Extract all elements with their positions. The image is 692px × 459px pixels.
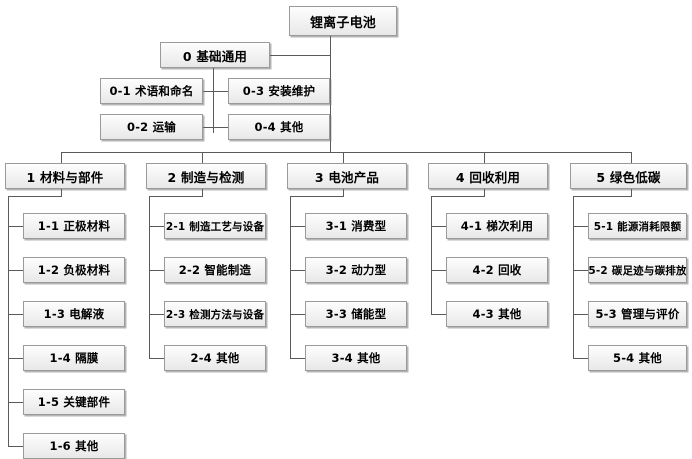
node-cat3-child-2[interactable]: 3-3 储能型 bbox=[305, 301, 407, 327]
node-cat3-child-3[interactable]: 3-4 其他 bbox=[305, 345, 407, 371]
line-cat3-spine bbox=[290, 196, 291, 358]
node-cat5-child-2[interactable]: 5-3 管理与评价 bbox=[588, 301, 687, 327]
line-bus-drop-2 bbox=[202, 152, 203, 164]
line-cat5-stub-1 bbox=[573, 270, 588, 271]
line-group0-spine bbox=[213, 68, 214, 133]
node-cat1-child-0[interactable]: 1-1 正极材料 bbox=[23, 213, 125, 239]
line-cat1-stub-2 bbox=[8, 314, 23, 315]
line-bus-drop-5 bbox=[631, 152, 632, 164]
line-cat5-drop bbox=[631, 189, 632, 197]
node-cat5-child-1[interactable]: 5-2 碳足迹与碳排放 bbox=[588, 257, 687, 283]
node-group0-child-2[interactable]: 0-2 运输 bbox=[100, 114, 203, 140]
node-cat1-child-4[interactable]: 1-5 关键部件 bbox=[23, 389, 125, 415]
line-root-trunk bbox=[330, 36, 331, 153]
node-cat1-child-1[interactable]: 1-2 负极材料 bbox=[23, 257, 125, 283]
line-group0-row1-left bbox=[203, 91, 214, 92]
line-cat2-drop bbox=[202, 189, 203, 197]
line-main-bus bbox=[61, 152, 631, 153]
line-cat2-stub-3 bbox=[149, 358, 164, 359]
line-cat3-stub-1 bbox=[290, 270, 305, 271]
line-cat4-drop bbox=[484, 189, 485, 197]
line-cat5-stub-3 bbox=[573, 358, 588, 359]
line-cat1-stub-1 bbox=[8, 270, 23, 271]
line-cat2-spine bbox=[149, 196, 150, 358]
node-cat5-child-3[interactable]: 5-4 其他 bbox=[588, 345, 687, 371]
line-cat1-stub-0 bbox=[8, 226, 23, 227]
line-cat5-spine bbox=[573, 196, 574, 358]
line-cat3-stub-0 bbox=[290, 226, 305, 227]
node-group-0[interactable]: 0 基础通用 bbox=[160, 42, 270, 68]
line-cat1-stub-4 bbox=[8, 402, 23, 403]
node-cat2-child-3[interactable]: 2-4 其他 bbox=[164, 345, 266, 371]
line-cat1-stub-5 bbox=[8, 446, 23, 447]
line-group0-row2-right bbox=[213, 127, 228, 128]
node-category-4[interactable]: 4 回收利用 bbox=[428, 163, 548, 189]
line-group0-row1-right bbox=[213, 91, 228, 92]
line-group0-to-trunk bbox=[270, 55, 331, 56]
line-cat3-jog bbox=[290, 196, 344, 197]
node-cat4-child-2[interactable]: 4-3 其他 bbox=[446, 301, 548, 327]
node-cat5-child-0[interactable]: 5-1 能源消耗限额 bbox=[588, 213, 687, 239]
node-cat1-child-5[interactable]: 1-6 其他 bbox=[23, 433, 125, 459]
line-cat5-stub-0 bbox=[573, 226, 588, 227]
line-cat1-drop bbox=[61, 189, 62, 197]
line-cat3-drop bbox=[343, 189, 344, 197]
line-cat4-stub-2 bbox=[431, 314, 446, 315]
node-cat1-child-3[interactable]: 1-4 隔膜 bbox=[23, 345, 125, 371]
line-cat4-jog bbox=[431, 196, 485, 197]
line-cat2-stub-0 bbox=[149, 226, 164, 227]
line-cat1-jog bbox=[8, 196, 62, 197]
line-cat4-spine bbox=[431, 196, 432, 314]
line-cat3-stub-3 bbox=[290, 358, 305, 359]
line-cat4-stub-1 bbox=[431, 270, 446, 271]
node-category-3[interactable]: 3 电池产品 bbox=[287, 163, 407, 189]
node-category-2[interactable]: 2 制造与检测 bbox=[146, 163, 266, 189]
line-group0-row2-left bbox=[203, 127, 214, 128]
node-cat1-child-2[interactable]: 1-3 电解液 bbox=[23, 301, 125, 327]
line-cat3-stub-2 bbox=[290, 314, 305, 315]
line-cat2-stub-2 bbox=[149, 314, 164, 315]
line-bus-drop-3 bbox=[343, 152, 344, 164]
node-group0-child-3[interactable]: 0-4 其他 bbox=[228, 114, 330, 140]
node-cat4-child-1[interactable]: 4-2 回收 bbox=[446, 257, 548, 283]
line-cat5-jog bbox=[573, 196, 632, 197]
line-cat1-stub-3 bbox=[8, 358, 23, 359]
line-bus-drop-4 bbox=[484, 152, 485, 164]
node-cat2-child-1[interactable]: 2-2 智能制造 bbox=[164, 257, 266, 283]
node-root[interactable]: 锂离子电池 bbox=[289, 6, 397, 36]
line-bus-drop-1 bbox=[61, 152, 62, 164]
node-category-1[interactable]: 1 材料与部件 bbox=[5, 163, 125, 189]
line-cat4-stub-0 bbox=[431, 226, 446, 227]
node-cat4-child-0[interactable]: 4-1 梯次利用 bbox=[446, 213, 548, 239]
line-cat1-spine bbox=[8, 196, 9, 446]
node-group0-child-1[interactable]: 0-3 安装维护 bbox=[228, 78, 330, 104]
line-cat5-stub-2 bbox=[573, 314, 588, 315]
node-category-5[interactable]: 5 绿色低碳 bbox=[570, 163, 687, 189]
line-cat2-stub-1 bbox=[149, 270, 164, 271]
node-cat3-child-0[interactable]: 3-1 消费型 bbox=[305, 213, 407, 239]
node-cat2-child-2[interactable]: 2-3 检测方法与设备 bbox=[164, 301, 266, 327]
node-cat3-child-1[interactable]: 3-2 动力型 bbox=[305, 257, 407, 283]
line-cat2-jog bbox=[149, 196, 203, 197]
node-cat2-child-0[interactable]: 2-1 制造工艺与设备 bbox=[164, 213, 266, 239]
node-group0-child-0[interactable]: 0-1 术语和命名 bbox=[100, 78, 203, 104]
